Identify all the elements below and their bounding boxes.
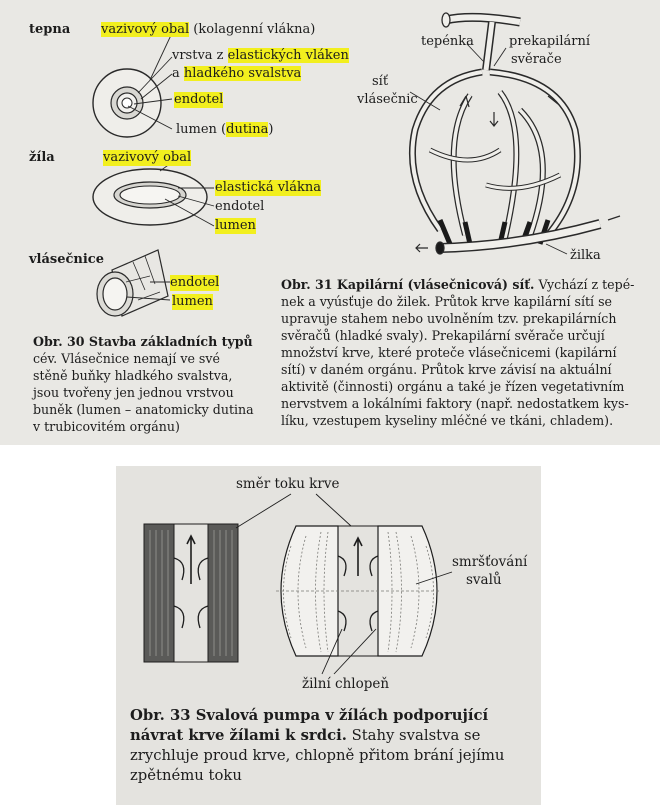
capillary-network	[408, 12, 621, 255]
fig33-caption-title-1: Obr. 33 Svalová pumpa v žílách podporují…	[130, 707, 489, 724]
vein-elastic-label: elastická vlákna	[215, 180, 321, 196]
network-label-2: vlásečnic	[357, 92, 418, 107]
capillary-endothelium-label: endotel	[170, 275, 220, 291]
fig33-drawing	[143, 493, 453, 675]
fig31-caption-line: svěračů (hladké svaly). Prekapilární svě…	[281, 328, 605, 343]
fig33-caption-line: zpětnému toku	[130, 767, 242, 784]
fig30-caption-line: cév. Vlásečnice nemají ve své	[33, 351, 220, 366]
fig30-fig31-drawings	[92, 12, 621, 317]
fig33-label-lines	[235, 493, 453, 675]
artery-label: tepna	[29, 22, 71, 37]
textbook-photo-bottom: směr toku krve smršťování svalů žilní ch…	[116, 466, 541, 805]
artery-muscle-label: a hladkého svalstva	[172, 66, 302, 81]
fig30-caption-line: jsou tvořeny jen jednou vrstvou	[33, 385, 234, 400]
fig30-caption-title: Obr. 30 Stavba základních typů	[33, 334, 253, 349]
textbook-photo-top: tepna vazivový obal (kolagenní vlákna) v…	[0, 0, 660, 445]
fig30-caption-line: stěně buňky hladkého svalstva,	[33, 368, 233, 383]
vein-relaxed	[143, 523, 239, 663]
fig31-caption-line: nervstvem a lokálními faktory (např. ned…	[281, 396, 629, 411]
vein-outer-layer-label: vazivový obal	[103, 150, 192, 166]
fig31-caption-line: aktivitě (činnosti) orgánu a také je říz…	[281, 379, 625, 394]
arteriole-label: tepénka	[421, 34, 474, 49]
fig33-caption-title-2: návrat krve žílami k srdci. Stahy svalst…	[130, 727, 481, 744]
artery-endothelium-label: endotel	[174, 92, 224, 108]
muscle-contraction-label-2: svalů	[466, 572, 502, 588]
vein-contracting	[276, 525, 441, 657]
vein-lumen-label: lumen	[215, 218, 256, 234]
artery-layer-label: vrstva z elastických vláken	[172, 48, 349, 63]
capillary-tube	[96, 249, 171, 317]
venous-valve-label: žilní chlopeň	[302, 676, 390, 692]
artery-cross-section	[92, 32, 173, 138]
venule-label: žilka	[570, 248, 601, 263]
muscle-contraction-label-1: smršťování	[452, 554, 528, 570]
artery-lumen-label: lumen (dutina)	[176, 122, 274, 137]
precapillary-label-1: prekapilární	[509, 34, 590, 49]
fig31-caption-line: sítí) v daném orgánu. Průtok krve závisí…	[281, 362, 612, 377]
vein-cross-section	[92, 157, 215, 227]
vein-label: žíla	[29, 150, 55, 165]
vein-endothelium-label: endotel	[215, 199, 265, 214]
precapillary-label-2: svěrače	[511, 52, 562, 67]
network-label-1: síť	[372, 74, 389, 89]
artery-outer-layer-label: vazivový obal (kolagenní vlákna)	[101, 22, 316, 37]
fig31-caption-line: nek a vyúsťuje do žilek. Průtok krve kap…	[281, 294, 613, 309]
fig30-caption-line: buněk (lumen – anatomicky dutina	[33, 402, 254, 417]
capillary-lumen-label: lumen	[172, 294, 213, 310]
fig31-caption-title-line: Obr. 31 Kapilární (vlásečnicová) síť. Vy…	[281, 277, 635, 292]
fig31-caption-line: množství krve, které proteče vlásečnicem…	[281, 345, 617, 360]
fig33-caption-line: zrychluje proud krve, chlopně přitom brá…	[130, 747, 505, 764]
fig30-caption-line: v trubicovitém orgánu)	[33, 419, 180, 434]
capillary-label: vlásečnice	[29, 252, 104, 267]
fig31-caption-line: upravuje stahem nebo uvolněním tzv. prek…	[281, 311, 617, 326]
blood-flow-direction-label: směr toku krve	[236, 476, 340, 492]
fig31-caption-line: líku, vzestupem kyseliny mléčné ve tkáni…	[281, 413, 614, 428]
